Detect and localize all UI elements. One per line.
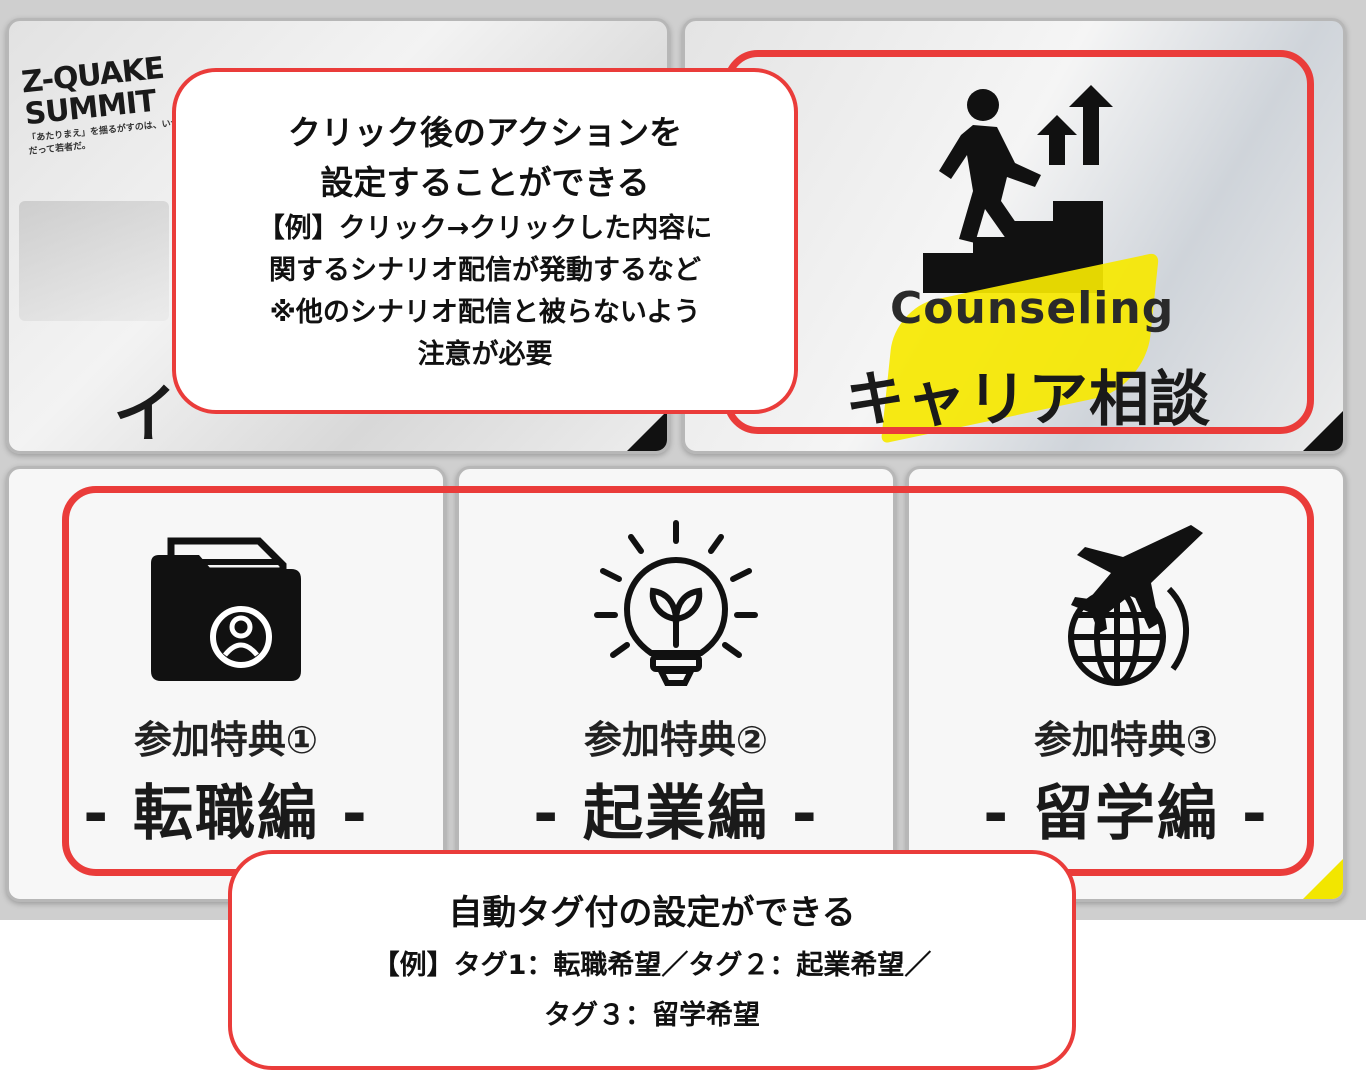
counseling-label-ja: キャリア相談 <box>845 365 1211 435</box>
tile-corner-marker <box>1303 859 1343 899</box>
lightbulb-sprout-icon <box>594 520 758 686</box>
callout-heading: 自動タグ付の設定ができる <box>448 893 856 933</box>
counseling-label-en: Counseling <box>890 283 1175 334</box>
callout-heading: 設定することができる <box>320 163 650 202</box>
callout-text: タグ３：留学希望 <box>544 1000 760 1031</box>
benefit-subtitle: - 転職編 - <box>83 779 369 849</box>
callout-click-action: クリック後のアクションを 設定することができる 【例】クリック→クリックした内容… <box>172 68 798 414</box>
office-photo <box>19 201 169 321</box>
stairs-climbing-icon <box>923 85 1113 293</box>
menu-tile-benefit-startup[interactable]: 参加特典② - 起業編 - <box>456 466 896 902</box>
callout-text: 【例】タグ1：転職希望／タグ２：起業希望／ <box>372 950 932 981</box>
callout-text: 注意が必要 <box>417 339 553 370</box>
benefit-title: 参加特典① <box>133 718 319 762</box>
tile-corner-marker <box>1303 411 1343 451</box>
menu-tile-benefit-study-abroad[interactable]: 参加特典③ - 留学編 - <box>906 466 1346 902</box>
event-tile-label: イ <box>113 378 177 452</box>
benefit-title: 参加特典③ <box>1033 718 1219 762</box>
tile-corner-marker <box>627 411 667 451</box>
callout-text: ※他のシナリオ配信と被らないよう <box>269 297 701 328</box>
callout-heading: クリック後のアクションを <box>287 113 683 152</box>
menu-tile-benefit-career-change[interactable]: 参加特典① - 転職編 - <box>6 466 446 902</box>
z-quake-summit-logo: Z-QUAKE SUMMIT 「あたりまえ」を揺るがすのは、いつだって若者だ。 <box>19 50 181 158</box>
callout-text: 【例】クリック→クリックした内容に <box>257 213 713 244</box>
benefit-subtitle: - 留学編 - <box>983 779 1269 849</box>
folder-person-icon <box>151 537 301 681</box>
benefit-title: 参加特典② <box>583 718 769 762</box>
callout-auto-tag: 自動タグ付の設定ができる 【例】タグ1：転職希望／タグ２：起業希望／ タグ３：留… <box>228 850 1076 1070</box>
callout-text: 関するシナリオ配信が発動するなど <box>269 255 701 286</box>
airplane-globe-icon <box>1068 525 1203 686</box>
benefit-subtitle: - 起業編 - <box>533 779 819 849</box>
